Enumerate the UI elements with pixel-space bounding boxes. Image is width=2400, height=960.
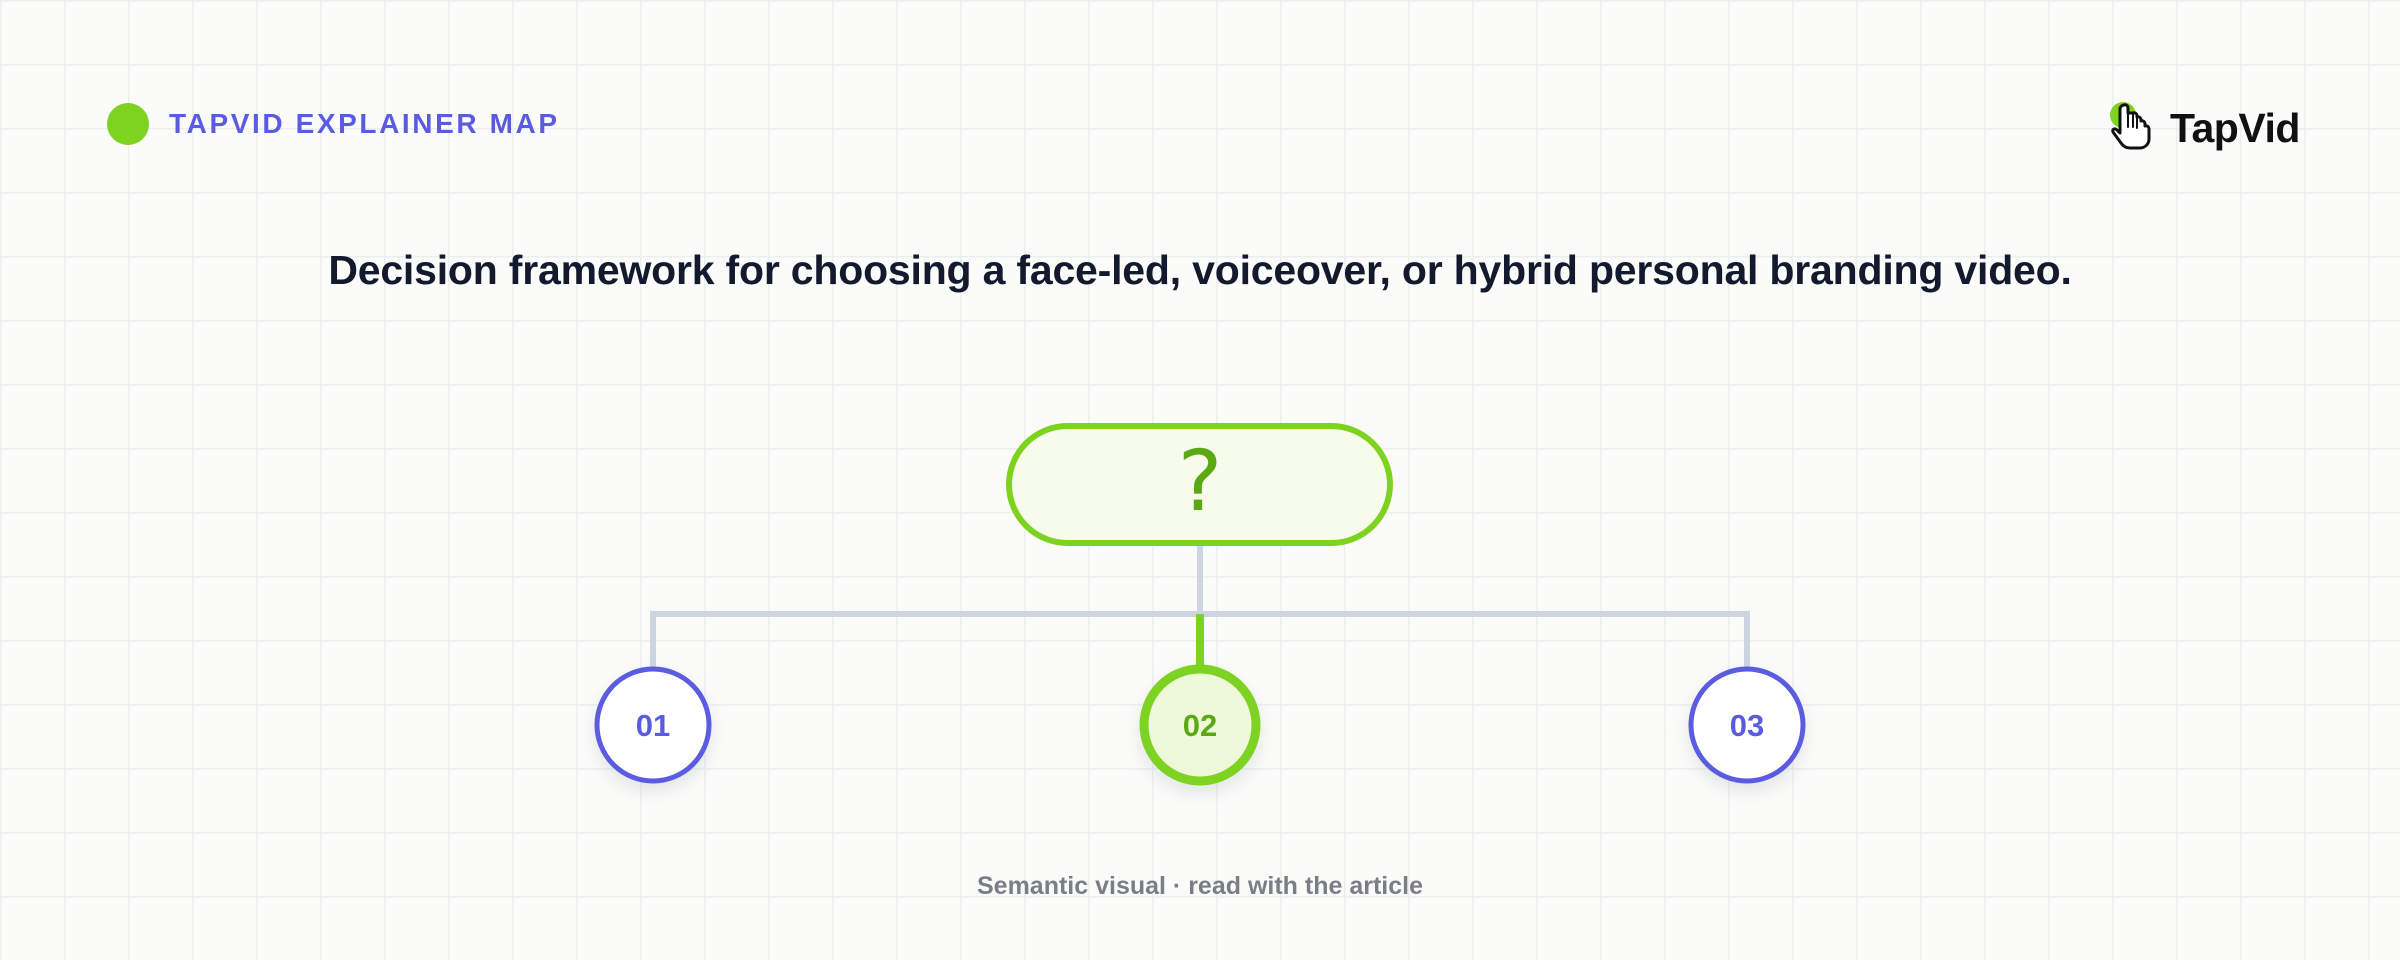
footer-note: Semantic visual · read with the article: [977, 872, 1423, 900]
logo-text: TapVid: [2170, 104, 2300, 151]
page-title: Decision framework for choosing a face-l…: [328, 247, 2072, 293]
connector-lines: [650, 542, 1750, 669]
option-node-01[interactable]: [594, 666, 712, 784]
option-node-03[interactable]: [1688, 666, 1806, 784]
root-question-node: ?: [1006, 423, 1393, 546]
brand-header: TAPVID EXPLAINER MAP: [107, 103, 560, 145]
option-label-01: 01: [636, 708, 670, 743]
option-label-03: 03: [1730, 708, 1764, 743]
option-node-02[interactable]: [1139, 664, 1261, 786]
option-label-02: 02: [1183, 708, 1217, 743]
root-question-symbol: ?: [1178, 432, 1223, 530]
brand-label: TAPVID EXPLAINER MAP: [169, 108, 560, 139]
tapvid-logo[interactable]: TapVid: [2106, 100, 2300, 156]
pointer-hand-icon: [2110, 102, 2151, 150]
green-dot-icon: [107, 103, 149, 145]
